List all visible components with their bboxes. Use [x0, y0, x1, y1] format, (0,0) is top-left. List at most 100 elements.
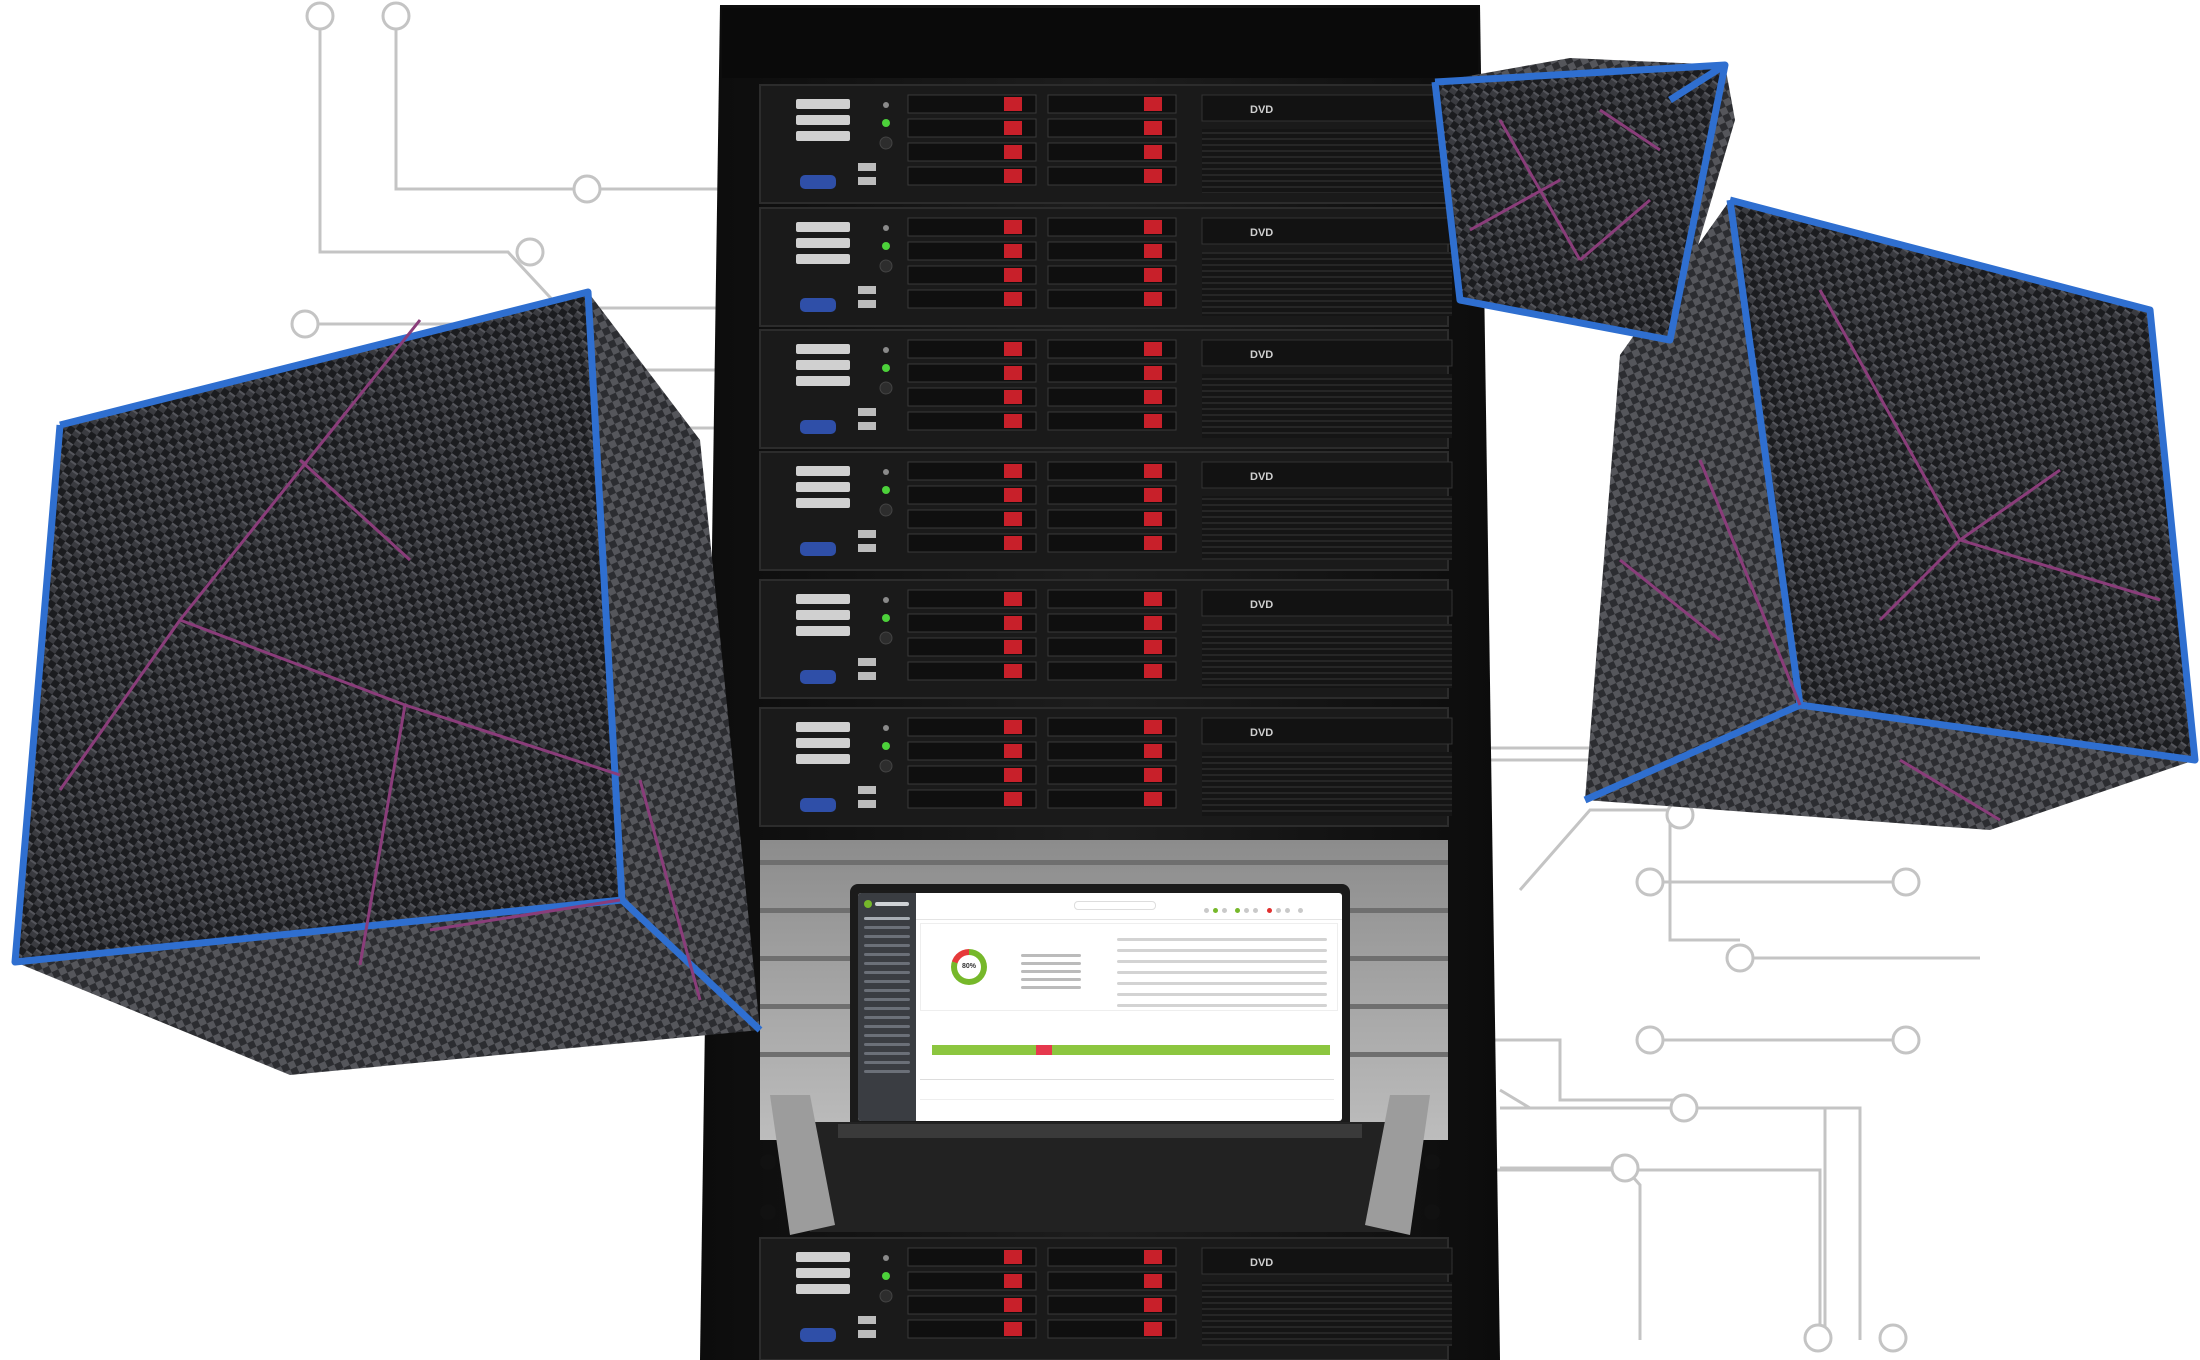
server-unit: DVD — [759, 207, 1453, 327]
screen-search-box — [1074, 901, 1156, 910]
rack-screw — [1424, 1154, 1440, 1170]
drive-led — [1144, 366, 1162, 380]
screen-sidebar — [858, 893, 916, 1121]
drive-led — [1144, 768, 1162, 782]
io-port — [796, 482, 850, 492]
drive-led — [1144, 1322, 1162, 1336]
power-button — [879, 381, 893, 395]
drive-led — [1004, 464, 1022, 478]
vent-grille — [1202, 129, 1452, 193]
rack-screw — [760, 1154, 776, 1170]
drive-led — [1144, 1298, 1162, 1312]
io-port — [796, 360, 850, 370]
io-port — [796, 376, 850, 386]
screen-donut-chart: 80% — [951, 949, 987, 985]
screen-header — [916, 893, 1342, 920]
rack-top-cap — [722, 8, 1478, 78]
cube-crack — [429, 898, 621, 932]
cube-crack — [1599, 108, 1661, 152]
drive-led — [1144, 390, 1162, 404]
cube-crack — [1899, 758, 2001, 822]
cube-edge — [1726, 196, 2199, 764]
circuit-node — [1635, 867, 1665, 897]
usb-port-icon — [858, 530, 876, 538]
power-led-icon — [883, 725, 889, 731]
circuit-node — [1878, 1323, 1908, 1353]
screen-logo — [864, 899, 910, 909]
usb-port-icon — [858, 1316, 876, 1324]
usb-port-icon — [858, 544, 876, 552]
io-port — [796, 344, 850, 354]
cube-crack — [1579, 198, 1651, 262]
power-button — [879, 503, 893, 517]
server-unit: DVD — [759, 329, 1453, 449]
circuit-node — [1891, 1025, 1921, 1055]
usb-port-icon — [858, 658, 876, 666]
dvd-drive-icon — [1201, 339, 1453, 367]
power-led-icon — [882, 486, 890, 494]
dvd-drive-icon — [1201, 589, 1453, 617]
dvd-label: DVD — [1250, 1257, 1273, 1269]
usb-port-icon — [858, 163, 876, 171]
cube-edge — [1431, 61, 1729, 344]
io-port — [796, 131, 850, 141]
vent-grille — [1202, 752, 1452, 816]
usb-port-icon — [858, 177, 876, 185]
circuit-node — [515, 237, 545, 267]
server-unit: DVD — [759, 707, 1453, 827]
drive-led — [1144, 292, 1162, 306]
drive-led — [1144, 792, 1162, 806]
io-port — [796, 115, 850, 125]
drive-led — [1144, 488, 1162, 502]
dvd-drive-icon — [1201, 217, 1453, 245]
vga-port-icon — [800, 670, 836, 684]
cube-crack — [1959, 538, 2161, 602]
screen-footer-line — [920, 1099, 1334, 1100]
power-button — [879, 136, 893, 150]
circuit-trace — [1500, 1166, 1642, 1340]
power-led-icon — [882, 614, 890, 622]
drive-led — [1004, 720, 1022, 734]
dvd-drive-icon — [1201, 94, 1453, 122]
cube-crack — [1469, 178, 1561, 232]
power-led-icon — [883, 1255, 889, 1261]
circuit-node — [1725, 943, 1755, 973]
drive-led — [1144, 145, 1162, 159]
vga-port-icon — [800, 175, 836, 189]
laptop-hinge — [838, 1124, 1362, 1138]
usb-port-icon — [858, 786, 876, 794]
dvd-drive-icon — [1201, 1247, 1453, 1275]
drive-led — [1004, 1274, 1022, 1288]
vga-port-icon — [800, 420, 836, 434]
power-led-icon — [882, 242, 890, 250]
drive-led — [1004, 169, 1022, 183]
drive-led — [1144, 536, 1162, 550]
circuit-trace — [1490, 758, 1740, 942]
server-unit: DVD — [759, 1237, 1453, 1360]
circuit-node — [1803, 1323, 1833, 1353]
usb-port-icon — [858, 1330, 876, 1338]
cube-crack — [1878, 538, 1962, 622]
power-led-icon — [883, 347, 889, 353]
screen-nav — [864, 917, 910, 1079]
vga-port-icon — [800, 298, 836, 312]
cube-crack — [638, 779, 702, 1001]
drive-led — [1144, 464, 1162, 478]
drive-led — [1144, 664, 1162, 678]
io-port — [796, 626, 850, 636]
io-port — [796, 498, 850, 508]
drive-led — [1004, 640, 1022, 654]
power-led-icon — [882, 742, 890, 750]
dvd-drive-icon — [1201, 717, 1453, 745]
cube-face — [1585, 200, 1800, 800]
drive-led — [1144, 720, 1162, 734]
server-unit: DVD — [759, 579, 1453, 699]
screen-timeline-bar — [932, 1045, 1330, 1055]
drive-led — [1004, 366, 1022, 380]
drive-led — [1004, 744, 1022, 758]
cube-crack — [298, 458, 412, 562]
vent-grille — [1202, 252, 1452, 316]
tray-arm-left — [770, 1095, 835, 1235]
drive-led — [1004, 768, 1022, 782]
